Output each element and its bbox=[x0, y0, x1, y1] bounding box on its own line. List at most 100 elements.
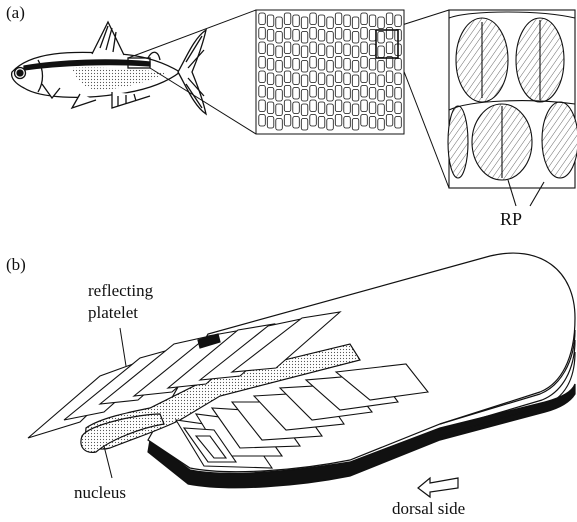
mosaic-cell bbox=[267, 117, 274, 129]
mosaic-cell bbox=[335, 71, 342, 83]
mosaic-cell bbox=[293, 88, 300, 100]
mosaic-cell bbox=[344, 30, 351, 42]
mosaic-cell bbox=[361, 86, 368, 98]
mosaic-cell bbox=[259, 57, 266, 69]
mosaic-cell bbox=[369, 88, 376, 100]
mosaic-cell bbox=[395, 102, 402, 114]
mosaic-cell bbox=[318, 44, 325, 56]
mosaic-cell bbox=[310, 100, 317, 112]
mosaic-cell bbox=[276, 75, 283, 87]
cell-mosaic bbox=[256, 10, 404, 134]
mosaic-cell bbox=[327, 17, 334, 29]
mosaic-cell bbox=[327, 32, 334, 44]
mosaic-cell bbox=[352, 75, 359, 87]
mosaic-cell bbox=[259, 86, 266, 98]
mosaic-cell bbox=[318, 73, 325, 85]
mosaic-cell bbox=[284, 100, 291, 112]
mosaic-cell bbox=[284, 13, 291, 25]
mosaic-cell bbox=[352, 17, 359, 29]
mosaic-cell bbox=[293, 117, 300, 129]
mosaic-cell bbox=[344, 59, 351, 71]
mosaic-cell bbox=[318, 59, 325, 71]
mosaic-cell bbox=[361, 100, 368, 112]
fish-illustration bbox=[12, 22, 206, 114]
mosaic-cell bbox=[386, 42, 393, 54]
mosaic-cell bbox=[310, 28, 317, 40]
mosaic-cell bbox=[369, 15, 376, 27]
mosaic-cell bbox=[378, 61, 385, 73]
mosaic-cell bbox=[395, 59, 402, 71]
mosaic-cell bbox=[267, 30, 274, 42]
enlarged-cells bbox=[448, 10, 577, 206]
mosaic-cell bbox=[276, 46, 283, 58]
mosaic-cell bbox=[267, 44, 274, 56]
mosaic-cell bbox=[344, 88, 351, 100]
mosaic-cell bbox=[267, 73, 274, 85]
mosaic-cell bbox=[267, 59, 274, 71]
panel-b-label: (b) bbox=[6, 256, 26, 273]
mosaic-cell bbox=[361, 42, 368, 54]
mosaic-cell bbox=[293, 30, 300, 42]
mosaic-cell bbox=[395, 15, 402, 27]
mosaic-cell bbox=[378, 119, 385, 131]
mosaic-cell bbox=[361, 71, 368, 83]
mosaic-cell bbox=[293, 44, 300, 56]
mosaic-cell bbox=[327, 46, 334, 58]
mosaic-cell bbox=[310, 71, 317, 83]
mosaic-cell bbox=[352, 46, 359, 58]
mosaic-cell bbox=[378, 17, 385, 29]
mosaic-cell bbox=[344, 73, 351, 85]
mosaic-cell bbox=[335, 28, 342, 40]
mosaic-cell bbox=[310, 115, 317, 127]
mosaic-cell bbox=[327, 61, 334, 73]
mosaic-cell bbox=[293, 15, 300, 27]
mosaic-cell bbox=[267, 88, 274, 100]
mosaic-cell bbox=[335, 115, 342, 127]
panel-a-label: (a) bbox=[6, 4, 25, 21]
reflecting-platelet-label-line1: reflecting bbox=[88, 282, 153, 299]
mosaic-cell bbox=[369, 117, 376, 129]
mosaic-cell bbox=[327, 104, 334, 116]
mosaic-cell bbox=[386, 115, 393, 127]
reflecting-platelet-label-line2: platelet bbox=[88, 304, 138, 321]
mosaic-cell bbox=[386, 71, 393, 83]
mosaic-cell bbox=[259, 115, 266, 127]
mosaic-cell bbox=[301, 75, 308, 87]
mosaic-cell bbox=[344, 15, 351, 27]
mosaic-cell bbox=[335, 57, 342, 69]
mosaic-cell bbox=[327, 90, 334, 102]
mosaic-cell bbox=[369, 73, 376, 85]
mosaic-cell bbox=[378, 90, 385, 102]
mosaic-cell bbox=[361, 13, 368, 25]
mosaic-cell bbox=[293, 59, 300, 71]
mosaic-cell bbox=[259, 100, 266, 112]
mosaic-cell bbox=[352, 104, 359, 116]
mosaic-cell bbox=[301, 90, 308, 102]
mosaic-cell bbox=[276, 90, 283, 102]
mosaic-cell bbox=[395, 88, 402, 100]
mosaic-cell bbox=[318, 117, 325, 129]
mosaic-cell bbox=[369, 59, 376, 71]
mosaic-cell bbox=[301, 32, 308, 44]
mosaic-cell bbox=[352, 90, 359, 102]
mosaic-cell bbox=[276, 119, 283, 131]
rp-label: RP bbox=[500, 210, 522, 228]
nucleus-label: nucleus bbox=[74, 484, 126, 501]
mosaic-cell bbox=[352, 119, 359, 131]
mosaic-cell bbox=[293, 73, 300, 85]
mosaic-cell bbox=[344, 102, 351, 114]
mosaic-cell bbox=[284, 86, 291, 98]
mosaic-cell bbox=[369, 102, 376, 114]
mosaic-cell bbox=[293, 102, 300, 114]
mosaic-cell bbox=[310, 42, 317, 54]
mosaic-cell bbox=[276, 17, 283, 29]
mosaic-cell bbox=[361, 28, 368, 40]
mosaic-cell bbox=[395, 73, 402, 85]
mosaic-cell bbox=[301, 46, 308, 58]
mosaic-cell bbox=[301, 17, 308, 29]
mosaic-cell bbox=[335, 13, 342, 25]
mosaic-cell bbox=[335, 100, 342, 112]
mosaic-cell bbox=[259, 13, 266, 25]
mosaic-cell bbox=[386, 13, 393, 25]
mosaic-cell bbox=[369, 44, 376, 56]
